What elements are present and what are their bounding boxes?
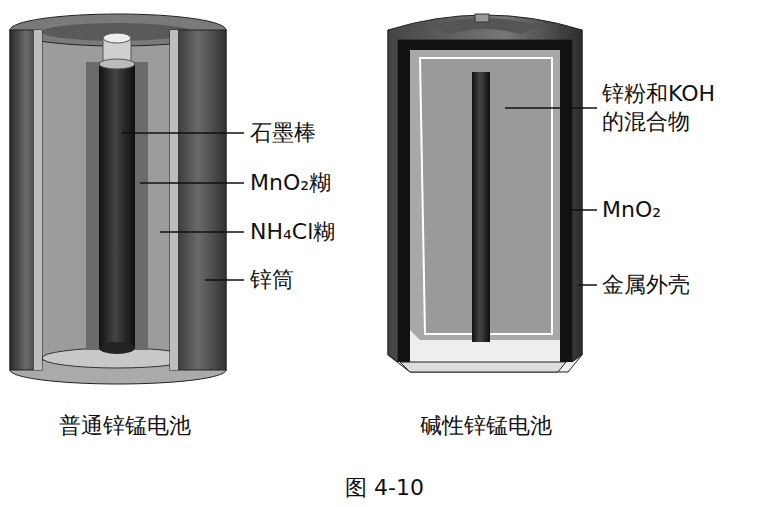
part-label: 石墨棒	[250, 119, 316, 147]
battery-name: 普通锌锰电池	[59, 412, 191, 440]
alkaline-battery	[388, 14, 582, 372]
part-label: 锌筒	[250, 266, 294, 294]
zinc-manganese-battery	[10, 14, 226, 384]
battery-name: 碱性锌锰电池	[420, 412, 552, 440]
part-label: 锌粉和KOH 的混合物	[602, 80, 730, 135]
part-label: 金属外壳	[602, 271, 690, 299]
leader-line	[505, 108, 597, 285]
part-label: MnO₂糊	[250, 169, 331, 197]
part-label: MnO₂	[602, 196, 661, 224]
figure-caption: 图 4-10	[345, 474, 424, 502]
part-label: NH₄Cl糊	[250, 218, 335, 246]
leader-line	[122, 133, 244, 280]
